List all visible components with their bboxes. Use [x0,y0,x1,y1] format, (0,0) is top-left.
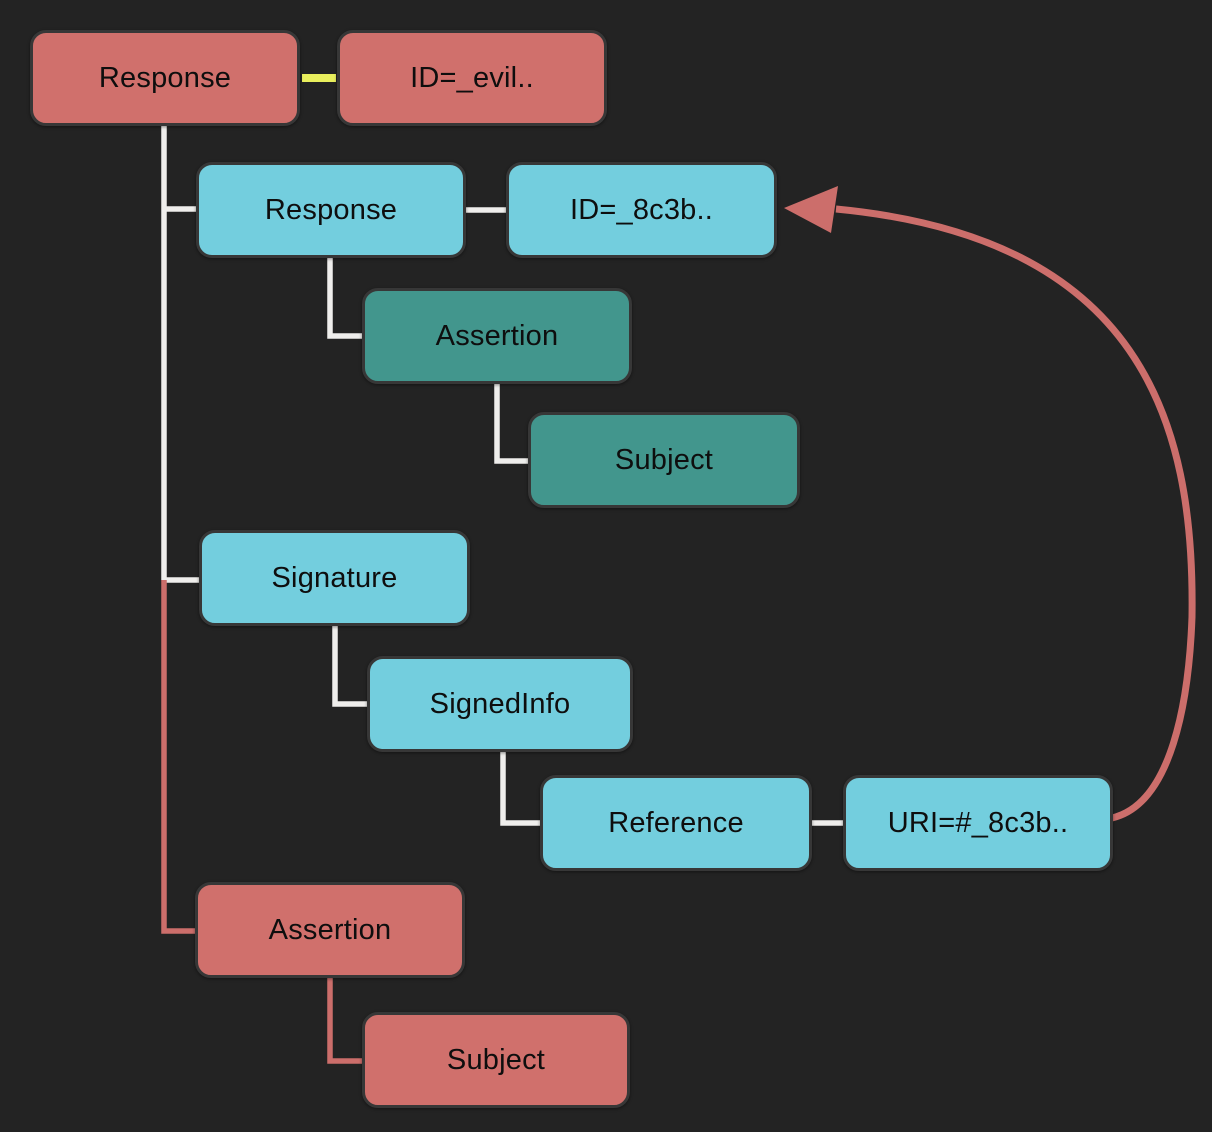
node-inner-subject: Subject [528,412,800,508]
node-evil-subject: Subject [362,1012,630,1108]
edge-inner-assertion-to-subject [494,384,528,464]
node-label: Response [98,61,232,94]
node-label: Subject [614,443,714,476]
edge-evil-assertion-to-subject [327,978,362,1064]
node-inner-response: Response [196,162,466,258]
node-inner-assertion: Assertion [362,288,632,384]
node-label: ID=_evil.. [410,61,534,94]
node-reference: Reference [540,775,812,871]
edge-inner-response-to-assertion [327,258,362,339]
node-signature: Signature [199,530,470,626]
node-label: SignedInfo [429,687,571,720]
node-label: Assertion [435,319,559,352]
node-inner-response-id: ID=_8c3b.. [506,162,777,258]
node-label: Assertion [268,913,392,946]
edge-trunk-red-to-evil-assertion [161,580,195,934]
node-label: URI=#_8c3b.. [887,806,1069,839]
edge-signature-to-signedinfo [332,626,367,707]
edge-signedinfo-to-reference [500,752,540,826]
node-evil-assertion: Assertion [195,882,465,978]
node-signedinfo: SignedInfo [367,656,633,752]
node-label: Response [264,193,398,226]
node-root-response: Response [30,30,300,126]
node-label: Signature [271,561,398,594]
node-root-response-id: ID=_evil.. [337,30,607,126]
node-reference-uri: URI=#_8c3b.. [843,775,1113,871]
node-label: Reference [608,806,744,839]
edge-uri-reference-arrow [835,205,1196,822]
node-label: ID=_8c3b.. [569,193,714,226]
node-label: Subject [446,1043,546,1076]
arrowhead-icon [784,186,838,233]
